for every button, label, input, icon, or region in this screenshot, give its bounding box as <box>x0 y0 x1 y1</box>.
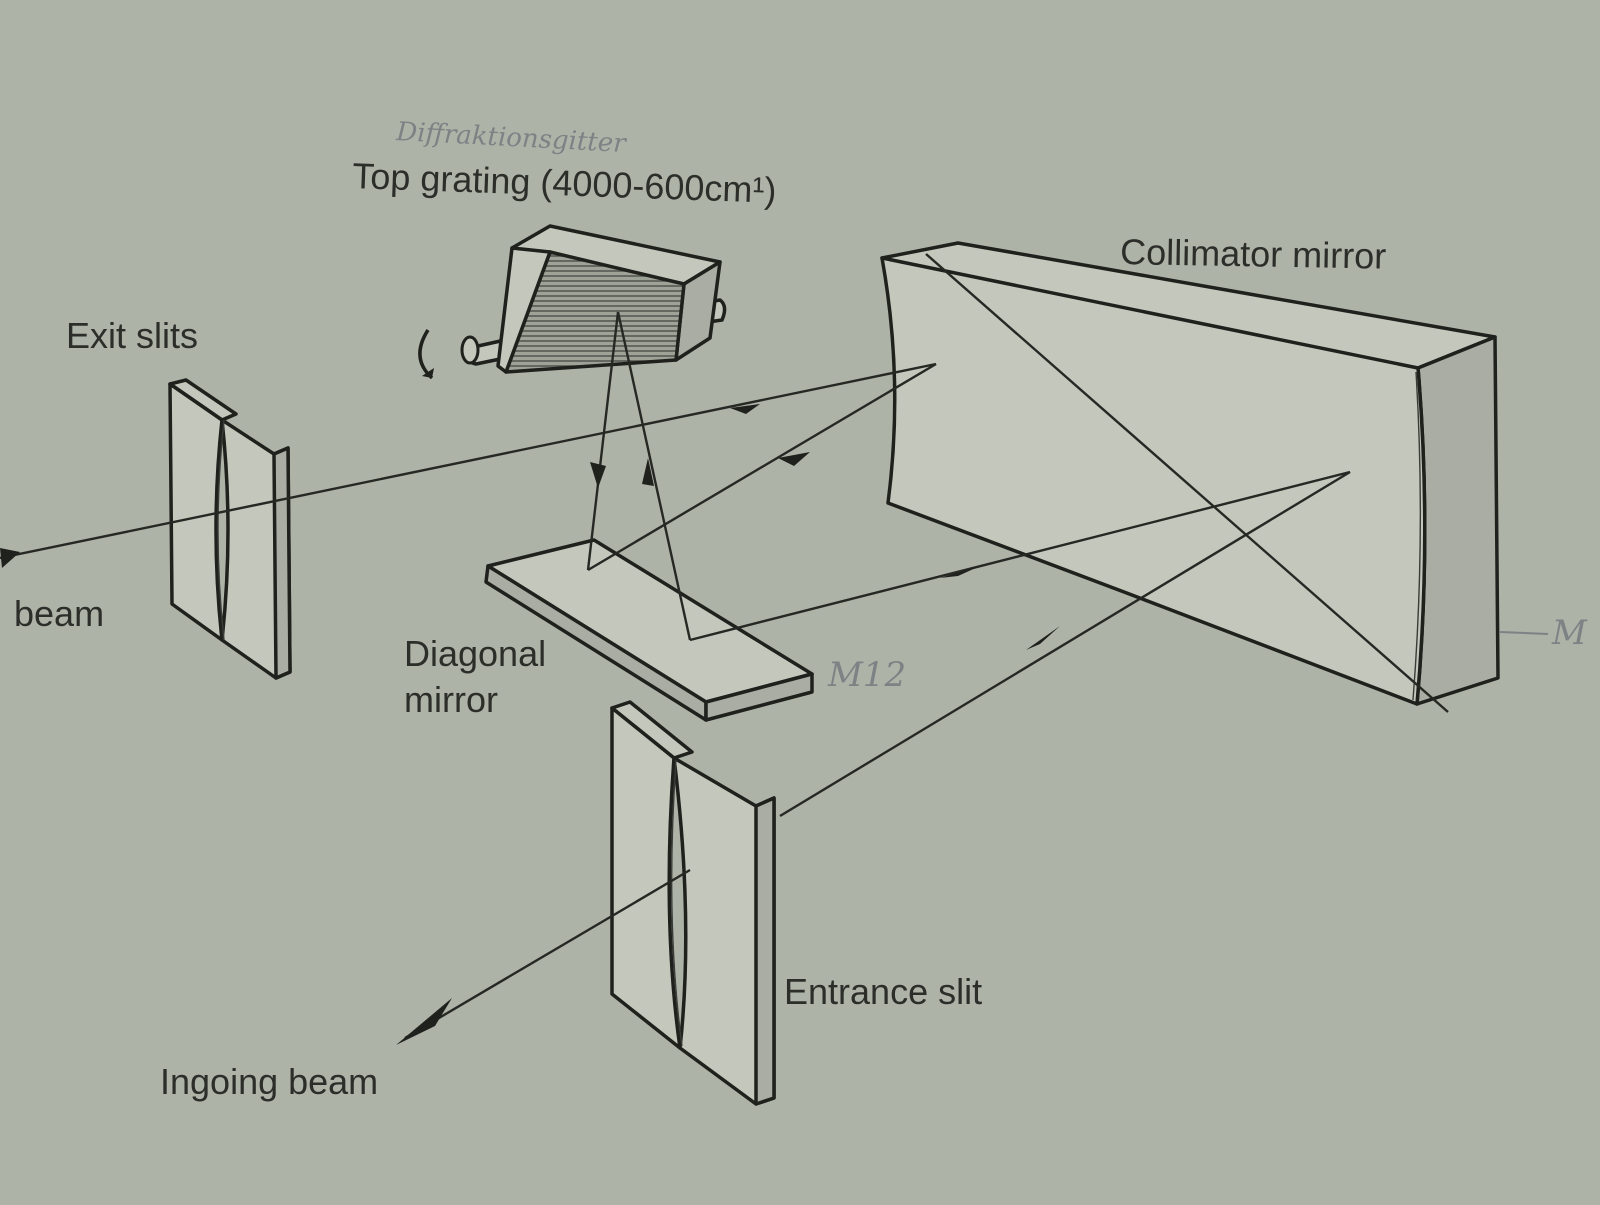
margin-note-m12: M12 <box>827 655 906 695</box>
entrance-slit <box>610 700 776 1106</box>
arrow-up <box>642 458 654 486</box>
diagonal-mirror-label-line2: mirror <box>404 679 498 720</box>
ray-diagonal-to-grating <box>616 311 692 641</box>
margin-note-right: M <box>1551 613 1588 653</box>
beam-label: beam <box>14 593 104 634</box>
arrow-ingoing <box>396 998 452 1045</box>
collimator-mirror-label: Collimator mirror <box>1120 231 1387 277</box>
top-grating <box>460 224 727 374</box>
arrow-down <box>590 462 606 488</box>
ingoing-beam-label: Ingoing beam <box>160 1061 378 1102</box>
arrow-ray-2 <box>940 566 980 578</box>
ray-to-collimator-1 <box>779 470 1351 818</box>
diagonal-mirror <box>484 538 814 722</box>
diagonal-mirror-label-line1: Diagonal <box>404 633 546 674</box>
ray-to-diagonal <box>689 470 1351 642</box>
ray-grating-to-diagonal <box>586 311 620 571</box>
arrow-ray-3 <box>778 452 810 466</box>
exit-slits <box>168 378 292 680</box>
collimator-mirror <box>880 241 1500 706</box>
arrow-ray-1 <box>1026 626 1060 650</box>
beam-path <box>0 253 1449 1045</box>
collimator-crossing-line <box>925 253 1449 713</box>
ray-ingoing <box>404 868 691 1040</box>
ray-exit <box>0 362 937 560</box>
arrow-ray-4 <box>730 404 760 414</box>
rotation-arrow-icon <box>418 329 434 380</box>
exit-slits-label: Exit slits <box>66 315 198 356</box>
entrance-slit-label: Entrance slit <box>784 971 982 1012</box>
arrow-exit <box>0 548 20 568</box>
margin-note-leader <box>1499 631 1549 635</box>
ray-to-collimator-2 <box>587 362 937 572</box>
